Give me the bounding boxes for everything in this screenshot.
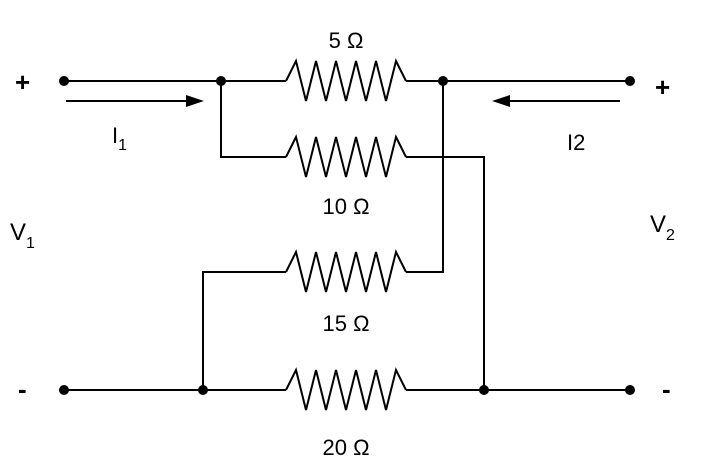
terminal-port2-minus	[625, 385, 635, 395]
label-resistor-15: 15 Ω	[322, 311, 369, 336]
port2-plus-sign: +	[655, 72, 670, 102]
wire-branch-15-left	[202, 271, 286, 390]
port1-voltage-label: V1	[10, 219, 35, 252]
port2-current-label: I2	[567, 130, 585, 155]
port2-voltage-sub: 2	[666, 227, 675, 244]
port1-minus-sign: -	[18, 374, 27, 404]
port1-current-label: I1	[112, 123, 127, 154]
port1-current-sub: 1	[118, 137, 127, 154]
wires	[64, 80, 630, 391]
port1-voltage-base: V	[10, 219, 26, 246]
wire-branch-10-right	[406, 156, 485, 390]
port1-voltage-sub: 1	[26, 235, 35, 252]
junction-top-right	[438, 76, 448, 86]
current-arrow-i2	[492, 95, 620, 107]
junction-bottom-left	[198, 385, 208, 395]
junction-top-left	[216, 76, 226, 86]
junction-bottom-right	[479, 385, 489, 395]
resistor-5-ohm	[285, 58, 407, 102]
label-resistor-20: 20 Ω	[322, 435, 369, 460]
port2-minus-sign: -	[662, 374, 671, 404]
port2-voltage-label: V2	[650, 211, 675, 244]
resistors	[285, 58, 407, 411]
arrow-i1-head	[186, 95, 204, 107]
terminal-port1-plus	[59, 76, 69, 86]
wire-branch-15-right	[406, 81, 444, 273]
nodes	[59, 76, 635, 395]
resistor-20-ohm	[285, 367, 407, 411]
resistor-15-ohm	[285, 249, 407, 293]
terminal-port2-plus	[625, 76, 635, 86]
resistor-10-ohm	[285, 134, 407, 178]
port1-current-base: I	[112, 123, 118, 148]
current-arrow-i1	[66, 95, 204, 107]
arrow-i2-head	[492, 95, 510, 107]
label-resistor-10: 10 Ω	[322, 194, 369, 219]
port2-voltage-base: V	[650, 211, 666, 238]
port1-plus-sign: +	[15, 67, 30, 97]
label-resistor-5: 5 Ω	[329, 28, 364, 53]
wire-branch-10-left	[220, 81, 286, 158]
terminal-port1-minus	[59, 385, 69, 395]
